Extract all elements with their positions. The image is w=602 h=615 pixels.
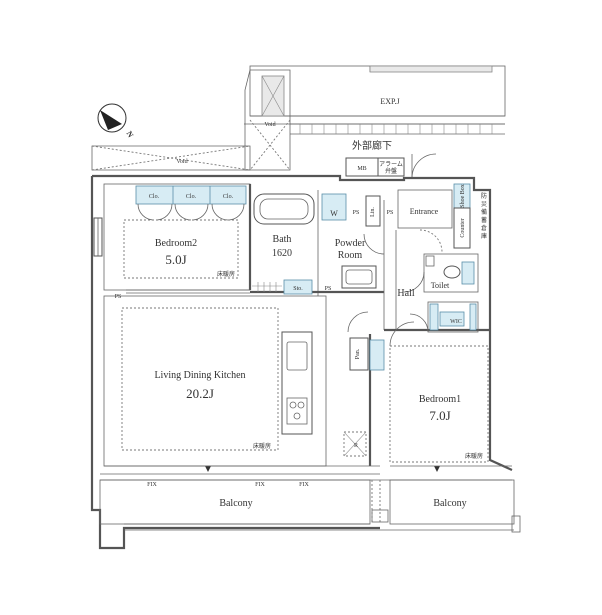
- powder-room: W PS Lin. Powder Room PS: [321, 193, 385, 292]
- storage-char-6: 庫: [481, 232, 487, 240]
- counter-label: Counter: [460, 218, 466, 237]
- fix-label-2: FIX: [255, 482, 265, 488]
- walk-in-closet: WIC: [409, 301, 479, 333]
- north-arrow: N: [97, 103, 136, 140]
- hall-label: Hall: [397, 288, 414, 299]
- ps-label-bedroom2: PS: [115, 294, 122, 300]
- storage: Sto.: [252, 279, 313, 295]
- ldk-name: Living Dining Kitchen: [154, 370, 245, 381]
- bath-size: 1620: [272, 248, 292, 259]
- storage-char-4: 蓄: [481, 216, 487, 224]
- bathroom: Bath 1620: [253, 193, 315, 259]
- alarm-label-b: 弁盤: [385, 167, 397, 175]
- bedroom2-size: 5.0J: [165, 252, 186, 267]
- storage-char-5: 倉: [481, 224, 487, 232]
- storage-char-2: 災: [481, 201, 487, 208]
- living-dining-kitchen: Living Dining Kitchen 20.2J 床暖房 Pan. R: [121, 307, 385, 472]
- ldk-size: 20.2J: [186, 386, 214, 401]
- fix-label-1: FIX: [147, 482, 157, 488]
- closet-label-3: Clo.: [223, 194, 234, 200]
- balcony-label-left: Balcony: [219, 498, 252, 509]
- storage-char-1: 防: [481, 192, 487, 200]
- shoe-box-label: Shoe Box: [460, 184, 466, 208]
- powder-room-name-a: Powder: [335, 238, 366, 249]
- bath-name: Bath: [273, 234, 292, 245]
- pantry-label: Pan.: [355, 348, 361, 359]
- bedroom1-floor-heating: 床暖房: [465, 452, 483, 460]
- fix-label-3: FIX: [299, 482, 309, 488]
- storage-char-3: 備: [481, 208, 487, 216]
- ps-label-lower: PS: [325, 286, 332, 292]
- bedroom2-floor-heating: 床暖房: [217, 270, 235, 278]
- bedroom1-name: Bedroom1: [419, 394, 461, 405]
- mb-label: MB: [357, 166, 366, 172]
- linen-label: Lin.: [370, 207, 376, 217]
- bedroom1: Bedroom1 7.0J 床暖房: [389, 321, 489, 472]
- void-top-label: Void: [264, 122, 275, 128]
- ldk-floor-heating: 床暖房: [253, 442, 271, 450]
- alarm-label-a: アラーム: [379, 161, 403, 168]
- bedroom2-name: Bedroom2: [155, 238, 197, 249]
- ps-label-powder: PS: [353, 210, 360, 216]
- closet-label-1: Clo.: [149, 194, 160, 200]
- north-label: N: [125, 130, 136, 140]
- wic-label: WIC: [450, 319, 462, 325]
- balcony-label-right: Balcony: [433, 498, 466, 509]
- bedroom1-size: 7.0J: [429, 408, 450, 423]
- ps-label-entrance: PS: [387, 210, 394, 216]
- closet-label-2: Clo.: [186, 194, 197, 200]
- upper-structure: EXP.J Void Void 外部廊下 MB アラーム 弁盤: [91, 65, 506, 179]
- outer-corridor-label: 外部廊下: [352, 139, 392, 152]
- entrance: PS Entrance Shoe Box Counter 防 災 備 蓄 倉 庫: [387, 183, 487, 253]
- powder-room-name-b: Room: [338, 250, 363, 261]
- washer-label: W: [330, 209, 338, 218]
- exp-j-label: EXP.J: [380, 97, 399, 106]
- toilet: Toilet: [403, 253, 479, 293]
- toilet-label: Toilet: [431, 281, 450, 290]
- storage-label: Sto.: [293, 286, 303, 292]
- bedroom2: Clo. Clo. Clo. Bedroom2 5.0J 床暖房 PS: [115, 185, 250, 300]
- balcony-area: FIX FIX FIX Balcony Balcony: [99, 465, 521, 533]
- refrigerator-label: R: [354, 443, 358, 449]
- entrance-label: Entrance: [410, 207, 439, 216]
- void-left-label: Void: [176, 159, 187, 165]
